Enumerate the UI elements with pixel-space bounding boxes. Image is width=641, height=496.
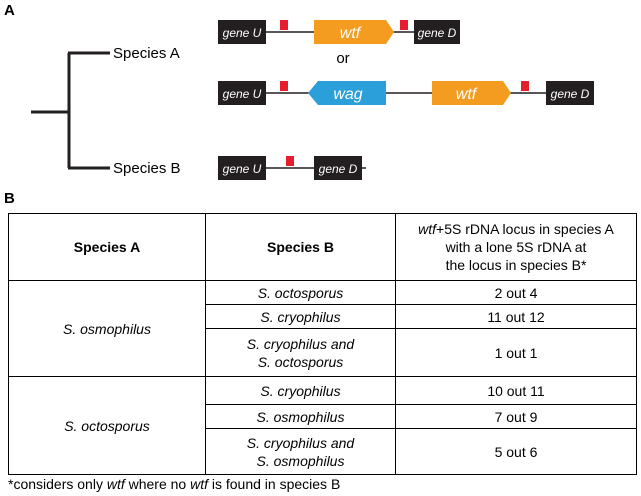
- panel-a-label: A: [4, 2, 15, 19]
- or-label: or: [336, 50, 349, 67]
- panel-b-label: B: [4, 190, 15, 207]
- count-cell: 11 out 12: [395, 304, 637, 329]
- species-b-cell: S. osmophilus: [205, 404, 396, 429]
- species-b-cell: S. cryophilus: [205, 304, 396, 329]
- 5s-rdna-marker: [521, 81, 529, 91]
- locus-species-b: gene U gene D: [218, 156, 366, 180]
- gene-u-box: [218, 156, 266, 180]
- table-row: S. osmophilus 7 out 9: [9, 404, 637, 429]
- species-b-cell: S. cryophilus: [205, 376, 396, 405]
- gene-u-box: [218, 20, 266, 44]
- count-cell: 1 out 1: [395, 328, 637, 377]
- count-cell: 5 out 6: [395, 428, 637, 475]
- species-b-cell: S. cryophilus and S. octosporus: [205, 328, 396, 377]
- footnote-wtf: wtf: [190, 476, 208, 492]
- table-row: S. cryophilus and S. octosporus 1 out 1: [9, 328, 637, 377]
- species-b-cell: S. cryophilus and S. osmophilus: [205, 428, 396, 475]
- count-cell: 2 out 4: [395, 280, 637, 305]
- 5s-rdna-marker: [280, 20, 288, 30]
- footnote-text: where no: [124, 476, 191, 492]
- 5s-rdna-marker: [400, 20, 408, 30]
- gene-d-box: [314, 156, 362, 180]
- gene-d-box: [546, 81, 594, 105]
- count-cell: 7 out 9: [395, 404, 637, 429]
- table-row: S. osmophilus S. octosporus 2 out 4: [8, 280, 637, 377]
- header-locus-line1: +5S rDNA locus in species A: [436, 221, 614, 237]
- header-locus-line2: with a lone 5S rDNA at: [445, 239, 587, 255]
- phylogenetic-tree: [31, 51, 110, 170]
- header-locus-line3: the locus in species B*: [445, 257, 587, 273]
- wtf-gene-arrow: [432, 81, 511, 105]
- gene-u-label: gene U: [223, 162, 262, 176]
- results-table: Species A Species B wtf+5S rDNA locus in…: [8, 213, 637, 475]
- count-cell: 10 out 11: [395, 376, 637, 405]
- species-a-cell: S. osmophilus: [8, 280, 206, 377]
- table-row: S. cryophilus 11 out 12: [9, 304, 637, 329]
- wtf-label: wtf: [456, 86, 478, 103]
- species-a-cell: S. octosporus: [8, 376, 206, 475]
- gene-d-label: gene D: [319, 162, 358, 176]
- header-locus: wtf+5S rDNA locus in species A with a lo…: [395, 213, 637, 281]
- header-species-a: Species A: [8, 213, 206, 281]
- species-b-line2: S. osmophilus: [256, 452, 345, 469]
- species-b-line1: S. cryophilus and: [246, 335, 355, 352]
- gene-u-label: gene U: [223, 87, 262, 101]
- gene-d-label: gene D: [551, 87, 590, 101]
- 5s-rdna-marker: [280, 81, 288, 91]
- wtf-gene-arrow: [314, 20, 394, 44]
- gene-d-label: gene D: [418, 26, 457, 40]
- header-species-b: Species B: [205, 213, 396, 281]
- panel-a-diagram: Species A Species B or gene U wtf gene D…: [31, 20, 594, 180]
- species-b-cell: S. octosporus: [205, 280, 396, 305]
- locus-species-a-2: gene U wag wtf gene D: [218, 81, 594, 105]
- wag-label: wag: [333, 86, 362, 103]
- locus-species-a-1: gene U wtf gene D: [218, 20, 460, 44]
- footnote: *considers only wtf where no wtf is foun…: [8, 476, 340, 492]
- wag-gene-arrow: [308, 81, 386, 105]
- 5s-rdna-marker: [286, 156, 294, 166]
- species-b-label: Species B: [113, 160, 181, 177]
- table-header-row: Species A Species B wtf+5S rDNA locus in…: [8, 213, 637, 281]
- species-b-line1: S. cryophilus and: [246, 434, 355, 451]
- footnote-wtf: wtf: [106, 476, 125, 492]
- species-a-label: Species A: [113, 45, 180, 62]
- wtf-label: wtf: [340, 25, 362, 42]
- table-row: S. octosporus S. cryophilus 10 out 11: [8, 376, 637, 475]
- footnote-text: is found in species B: [207, 476, 341, 492]
- gene-u-label: gene U: [223, 26, 262, 40]
- gene-d-box: [414, 20, 460, 44]
- species-b-line2: S. octosporus: [257, 353, 344, 370]
- footnote-text: *considers only: [8, 476, 107, 492]
- table-row: S. cryophilus and S. osmophilus 5 out 6: [9, 428, 637, 475]
- header-wtf: wtf: [418, 221, 437, 237]
- gene-u-box: [218, 81, 266, 105]
